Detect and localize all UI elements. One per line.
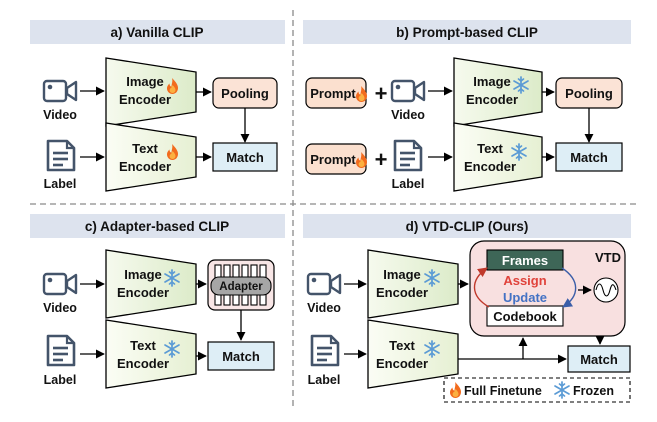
vtd-label: VTD <box>595 250 621 265</box>
video-label: Video <box>307 301 341 315</box>
image-encoder-box <box>105 249 197 319</box>
codebook-box <box>486 305 564 327</box>
adapter-label: Adapter <box>219 281 263 293</box>
legend-frozen-label: Frozen <box>573 384 614 398</box>
prompt-label: Prompt <box>310 152 356 167</box>
video-icon <box>42 79 78 103</box>
panel-d: d) VTD-CLIP (Ours) Video Image Encoder V… <box>303 214 631 403</box>
match-box <box>567 345 631 373</box>
document-icon <box>393 139 423 172</box>
video-label: Video <box>43 301 77 315</box>
panel-c: c) Adapter-based CLIP Video Image Encode… <box>30 214 285 389</box>
match-label: Match <box>580 352 618 367</box>
video-icon <box>306 272 342 296</box>
legend: Full Finetune Frozen <box>443 377 631 403</box>
video-icon <box>42 272 78 296</box>
image-encoder-label-1: Image <box>473 74 511 89</box>
codebook-label: Codebook <box>493 309 557 324</box>
image-encoder-label-2: Encoder <box>376 285 428 300</box>
panel-b: b) Prompt-based CLIP Prompt + Video Imag… <box>303 20 631 192</box>
document-icon <box>46 334 76 367</box>
panel-a: a) Vanilla CLIP Video Image Encoder Pool… <box>30 20 285 192</box>
video-icon <box>390 79 426 103</box>
image-encoder-label-1: Image <box>124 267 162 282</box>
document-icon <box>310 334 340 367</box>
text-encoder-box <box>105 122 197 192</box>
label-label: Label <box>44 177 77 191</box>
label-label: Label <box>308 373 341 387</box>
legend-finetune-label: Full Finetune <box>464 384 542 398</box>
assign-label: Assign <box>503 273 546 288</box>
pooling-label: Pooling <box>221 86 269 101</box>
match-box <box>212 142 278 172</box>
text-encoder-label-2: Encoder <box>117 356 169 371</box>
text-encoder-label-2: Encoder <box>376 356 428 371</box>
panel-c-title: c) Adapter-based CLIP <box>85 219 229 234</box>
text-encoder-label-1: Text <box>132 141 158 156</box>
frames-box <box>486 249 564 271</box>
text-encoder-box <box>105 319 197 389</box>
update-label: Update <box>503 290 547 305</box>
vtd-block: VTD Frames Assign Update Codebook <box>469 240 626 337</box>
prompt-label: Prompt <box>310 86 356 101</box>
text-encoder-label-1: Text <box>477 141 503 156</box>
assign-arrow <box>473 267 490 308</box>
adapter-block: Adapter <box>207 259 275 311</box>
text-encoder-box <box>453 122 543 192</box>
frames-label: Frames <box>502 253 548 268</box>
video-label: Video <box>43 108 77 122</box>
label-label: Label <box>44 373 77 387</box>
image-encoder-box <box>105 57 197 127</box>
update-arrow <box>561 267 577 308</box>
text-encoder-label-2: Encoder <box>119 159 171 174</box>
text-encoder-label-1: Text <box>130 338 156 353</box>
match-box <box>555 142 623 172</box>
pooling-label: Pooling <box>565 86 613 101</box>
image-encoder-label-1: Image <box>383 267 421 282</box>
text-encoder-label-2: Encoder <box>464 159 516 174</box>
plus-sign: + <box>375 147 388 172</box>
panel-d-header <box>303 214 631 238</box>
match-box <box>207 341 275 371</box>
panel-b-title: b) Prompt-based CLIP <box>396 25 538 40</box>
text-encoder-label-1: Text <box>389 338 415 353</box>
image-encoder-box <box>367 249 459 319</box>
text-encoder-box <box>367 319 459 389</box>
image-encoder-label-2: Encoder <box>466 92 518 107</box>
image-encoder-label-2: Encoder <box>119 92 171 107</box>
image-encoder-box <box>453 57 543 127</box>
video-label: Video <box>391 108 425 122</box>
image-encoder-label-1: Image <box>126 74 164 89</box>
panel-c-header <box>30 214 285 238</box>
panel-a-header <box>30 20 285 44</box>
match-label: Match <box>222 349 260 364</box>
signal-icon <box>593 277 619 303</box>
document-icon <box>46 139 76 172</box>
panel-a-title: a) Vanilla CLIP <box>110 25 203 40</box>
plus-sign: + <box>375 81 388 106</box>
panel-b-header <box>303 20 631 44</box>
panel-d-title: d) VTD-CLIP (Ours) <box>406 219 529 234</box>
match-label: Match <box>570 150 608 165</box>
image-encoder-label-2: Encoder <box>117 285 169 300</box>
match-label: Match <box>226 150 264 165</box>
label-label: Label <box>392 177 425 191</box>
